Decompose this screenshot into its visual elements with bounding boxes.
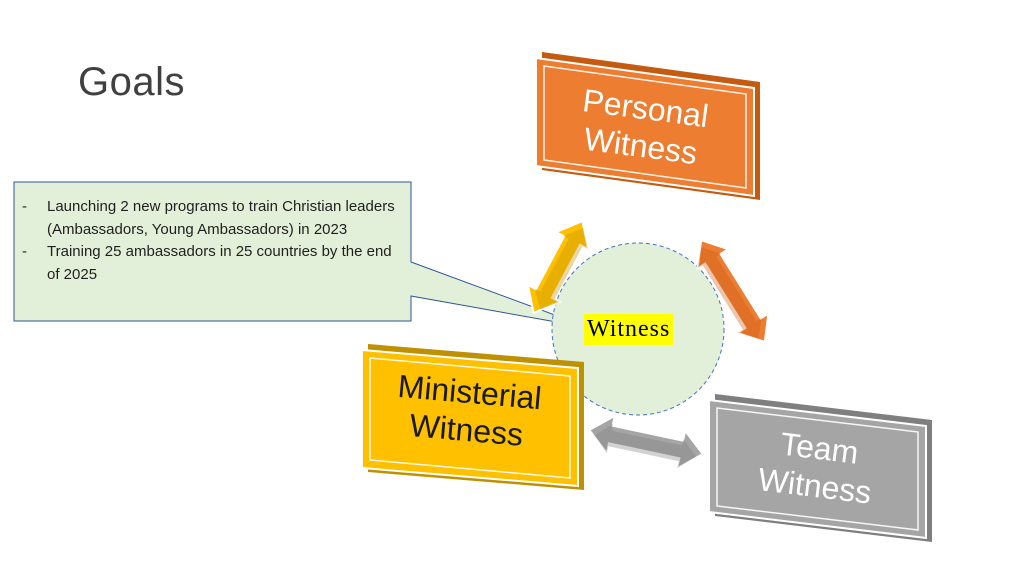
callout-item: - Launching 2 new programs to train Chri…	[22, 196, 402, 241]
callout-item: - Training 25 ambassadors in 25 countrie…	[22, 241, 402, 286]
arrow-personal-team	[696, 238, 770, 344]
arrow-ministerial-personal	[526, 219, 590, 315]
personal-witness-box	[535, 52, 760, 200]
center-label: Witness	[584, 314, 674, 345]
team-witness-box	[708, 394, 932, 542]
slide-title: Goals	[78, 60, 185, 104]
bullet-dash: -	[22, 243, 27, 260]
callout-item-text: Training 25 ambassadors in 25 countries …	[47, 243, 392, 283]
callout-box	[13, 181, 591, 329]
ministerial-witness-box	[361, 344, 584, 490]
arrow-ministerial-team	[587, 414, 705, 470]
callout-text: - Launching 2 new programs to train Chri…	[22, 196, 402, 286]
bullet-dash: -	[22, 198, 27, 215]
callout-item-text: Launching 2 new programs to train Christ…	[47, 198, 395, 238]
